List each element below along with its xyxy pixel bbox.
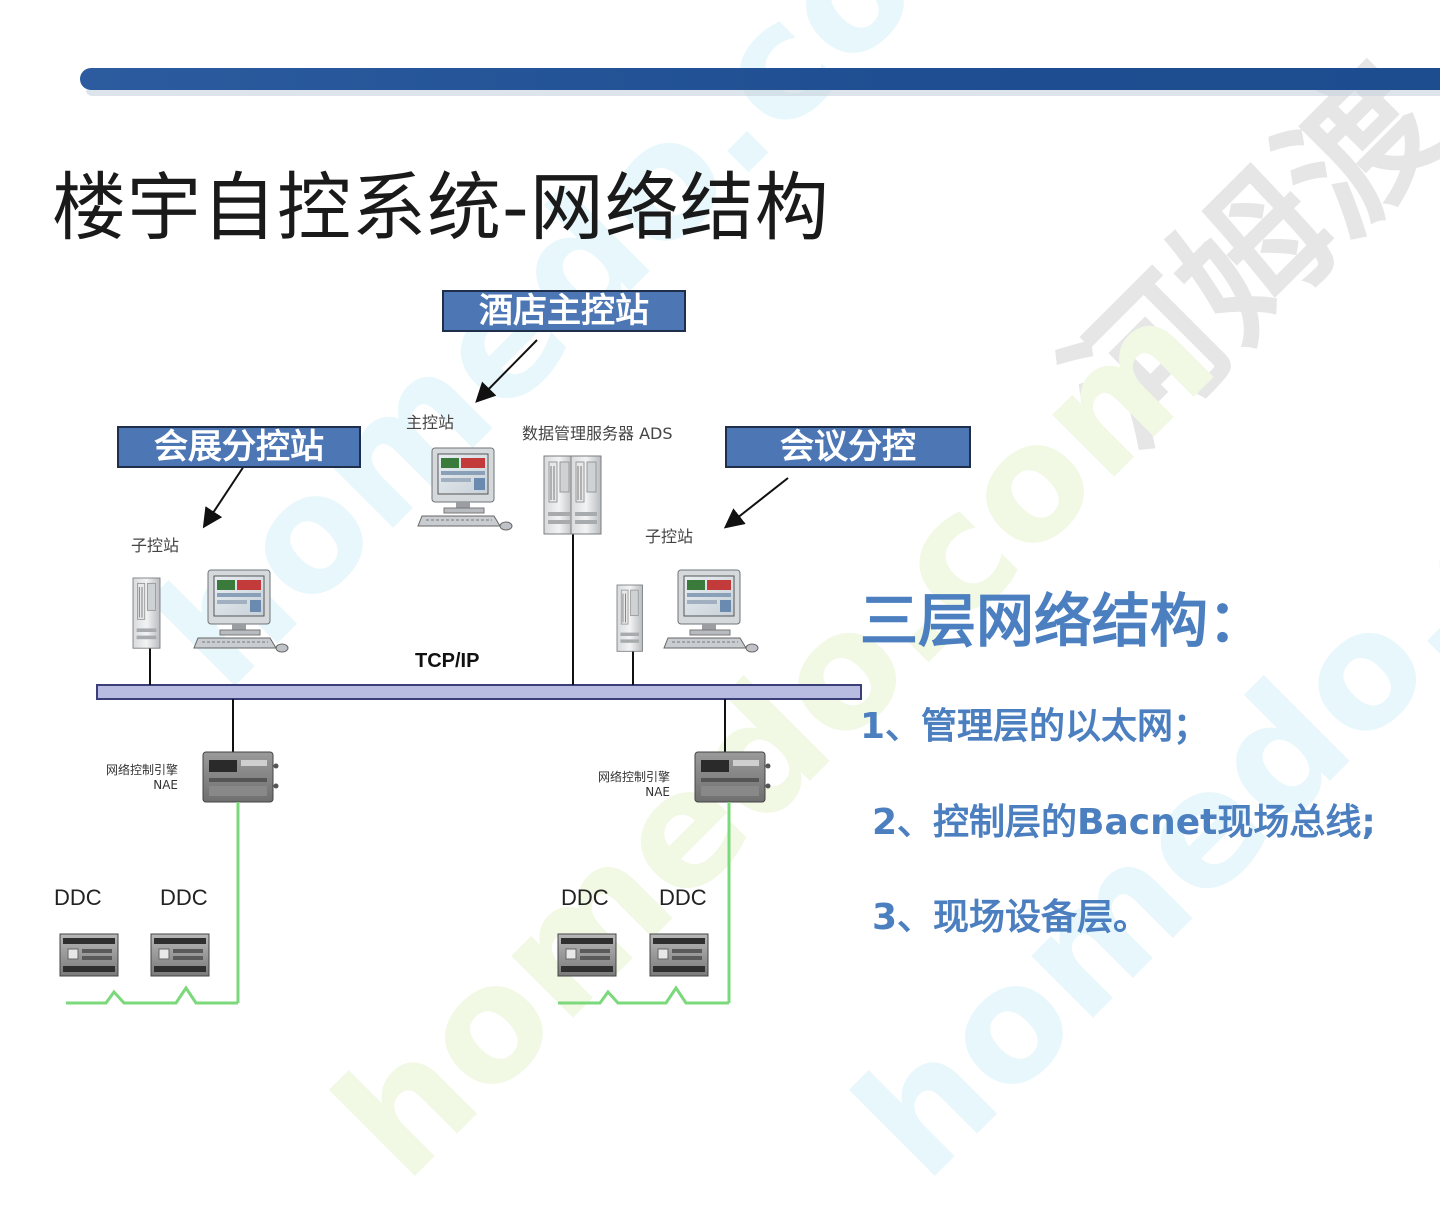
left-sub-pc [193,569,289,653]
fieldbus-right [558,802,731,1005]
left-sub-server [132,577,161,649]
ddc-unit-2 [150,933,210,977]
ads-server-b [570,455,602,535]
ddc-label-1: DDC [54,885,102,910]
page-title: 楼宇自控系统-网络结构 [52,165,830,251]
ddc-unit-1 [59,933,119,977]
side-item-1: 1、管理层的以太网； [860,706,1210,747]
nae-left-label: 网络控制引擎 NAE [96,763,178,793]
side-heading: 三层网络结构： [860,587,1267,655]
master-station-pc [417,447,513,531]
right-sub-pc [663,569,759,653]
callout-hotel-master: 酒店主控站 [442,290,686,332]
network-diagram [59,339,862,1005]
arrow-meeting [723,477,789,529]
master-station-label: 主控站 [406,413,455,432]
right-sub-server [616,584,643,652]
ddc-unit-4 [649,933,709,977]
right-sub-station-label: 子控站 [645,527,694,546]
nae-left-label-line2: NAE [153,778,178,792]
nae-left [202,751,279,803]
ddc-label-3: DDC [561,885,609,910]
callout-exhibition-sub: 会展分控站 [117,426,361,468]
left-sub-station-label: 子控站 [131,536,180,555]
nae-right [694,751,771,803]
callout-meeting-sub: 会议分控 [725,426,971,468]
ddc-label-4: DDC [659,885,707,910]
nae-right-label-line2: NAE [645,785,670,799]
nae-right-label: 网络控制引擎 NAE [588,770,670,800]
fieldbus-left [66,802,240,1005]
nae-right-label-line1: 网络控制引擎 [597,770,670,784]
ads-server-label: 数据管理服务器 ADS [522,424,673,443]
ddc-label-2: DDC [160,885,208,910]
arrow-exhibition [202,465,245,529]
tcpip-label: TCP/IP [415,650,480,672]
side-item-2: 2、控制层的Bacnet现场总线; [872,802,1376,843]
header-bar [80,68,1440,90]
header-bar-shadow [86,90,1440,96]
tcpip-bus [96,684,862,700]
ads-server-a [543,455,575,535]
arrow-master [475,339,538,403]
side-item-3: 3、现场设备层。 [872,897,1150,938]
ddc-unit-3 [557,933,617,977]
nae-left-label-line1: 网络控制引擎 [105,763,178,777]
